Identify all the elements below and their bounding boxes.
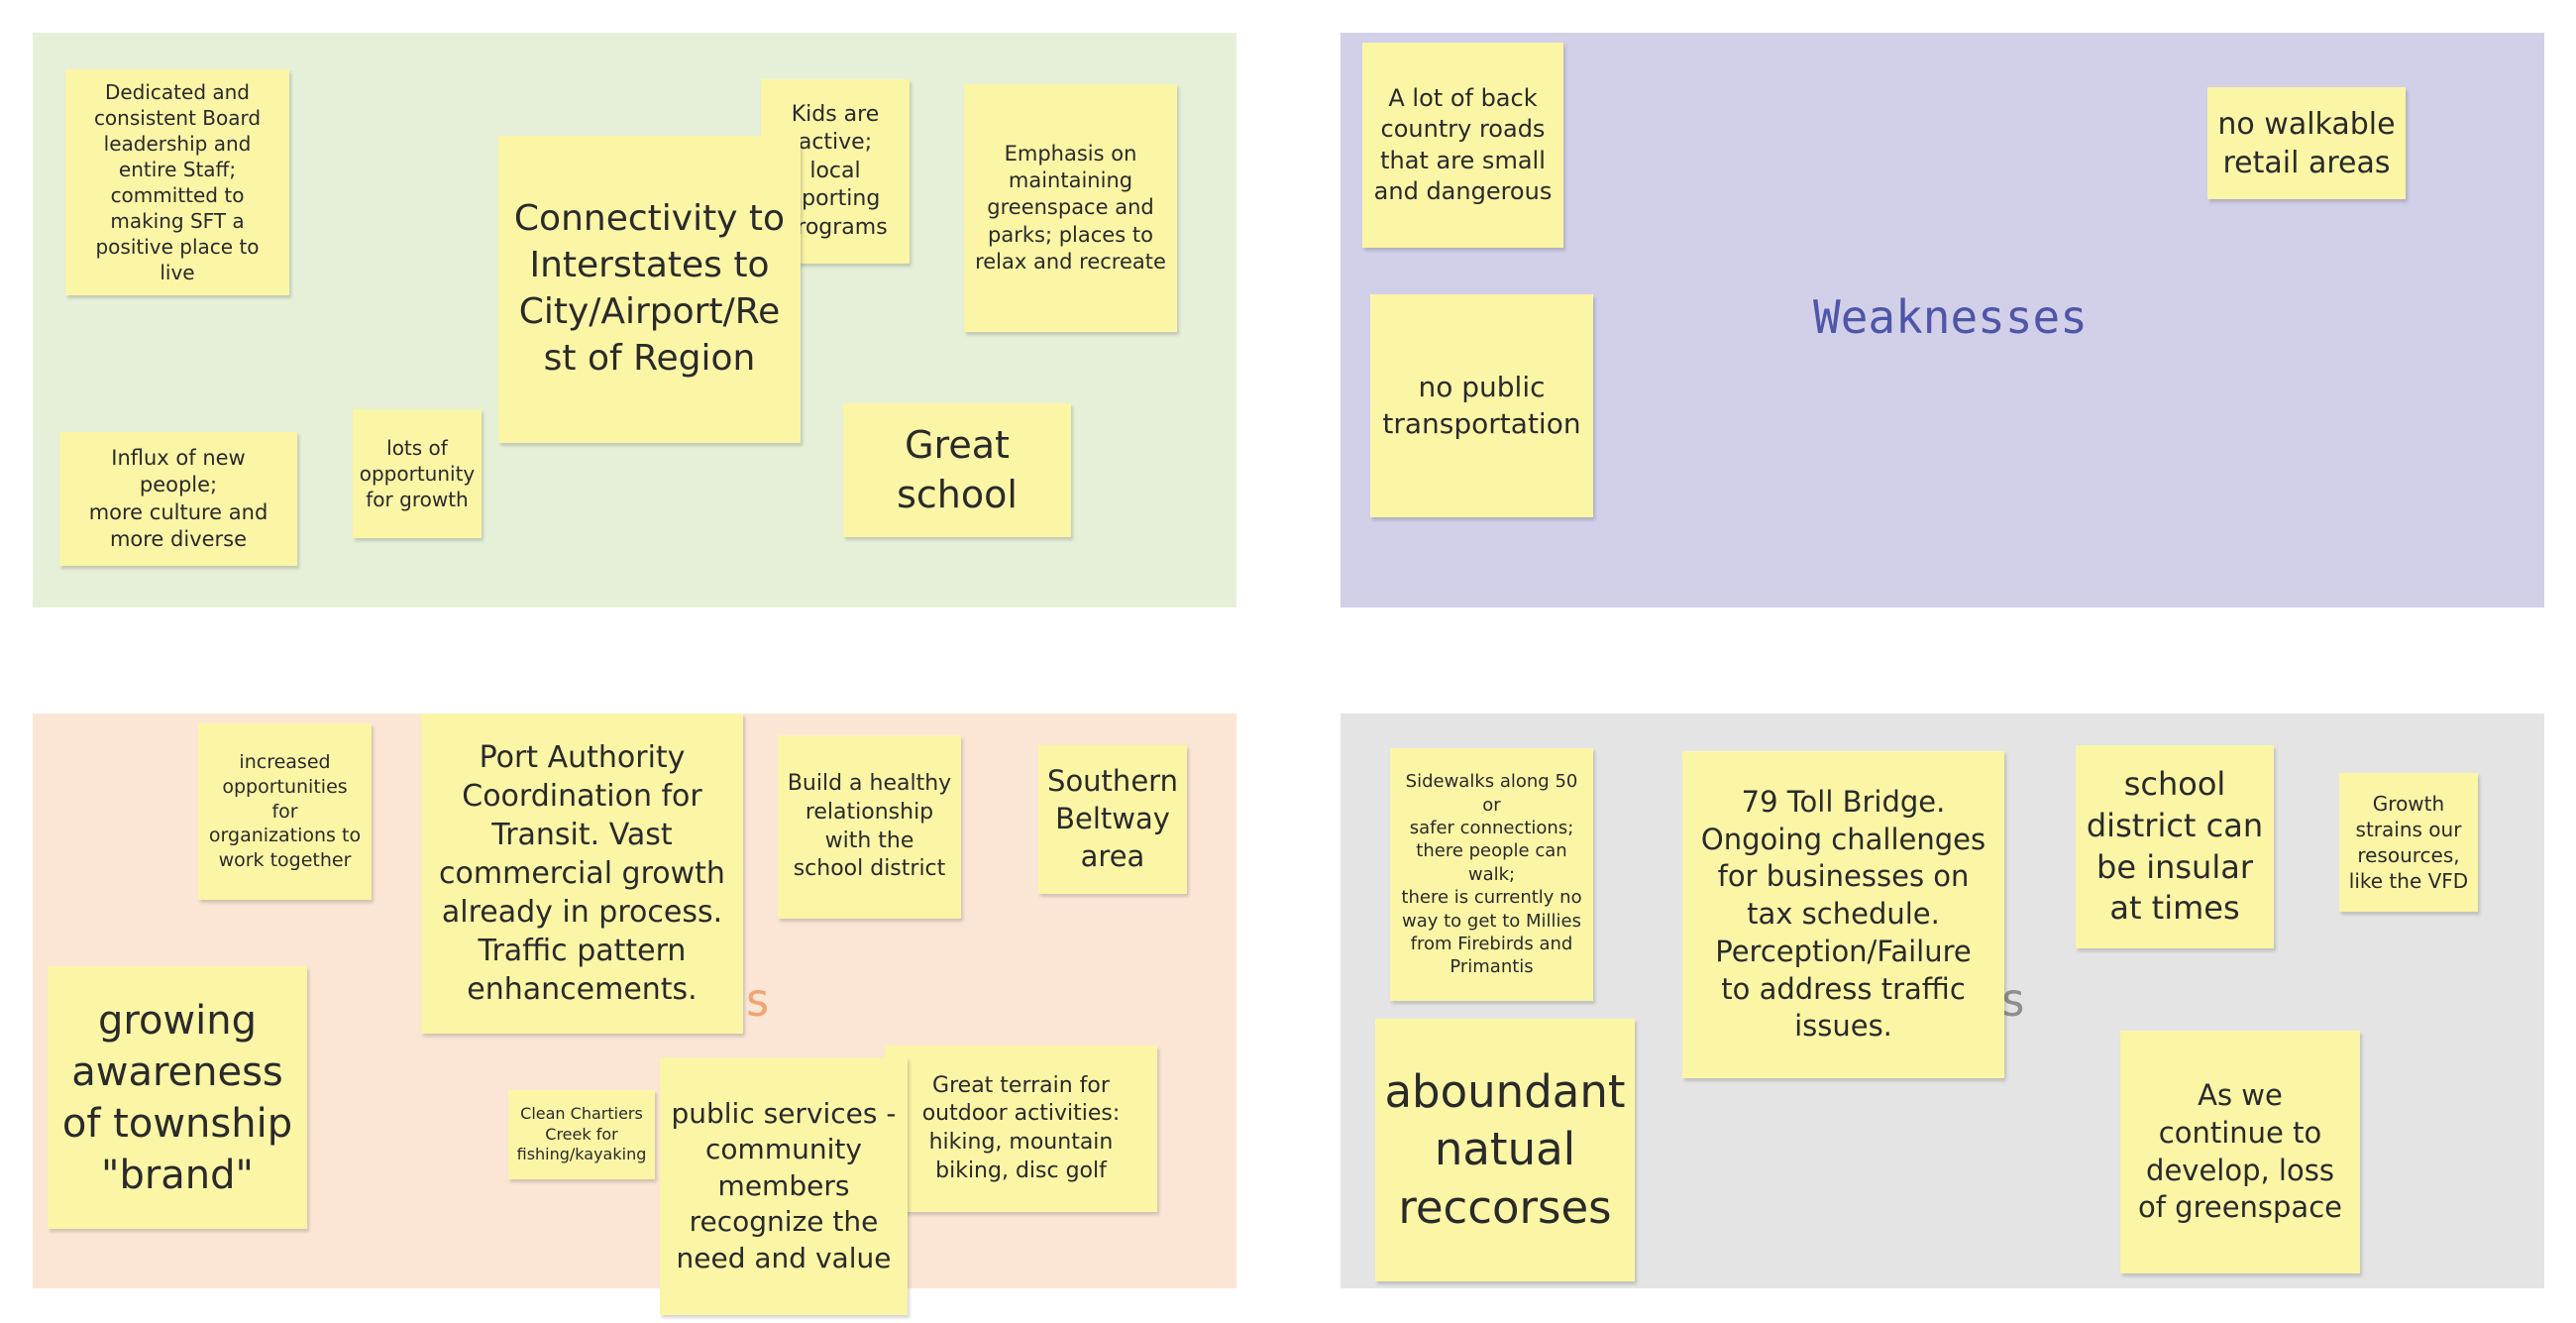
strengths-quadrant[interactable]: Dedicated and consistent Board leadershi…: [33, 33, 1236, 607]
sticky-note-text: A lot of back country roads that are sma…: [1373, 84, 1553, 205]
sticky-note-text: aboundant natual reccorses: [1384, 1064, 1626, 1234]
sticky-note-text: school district can be insular at times: [2086, 765, 2264, 928]
sticky-note-text: Great terrain for outdoor activities: hi…: [921, 1072, 1121, 1183]
weaknesses-quadrant[interactable]: Weaknesses A lot of back country roads t…: [1341, 33, 2544, 607]
sticky-note-text: Sidewalks along 50 or safer connections;…: [1401, 771, 1582, 978]
sticky-note[interactable]: Build a healthy relationship with the sc…: [778, 735, 961, 919]
sticky-note[interactable]: 79 Toll Bridge. Ongoing challenges for b…: [1682, 751, 2004, 1078]
sticky-note[interactable]: no walkable retail areas: [2207, 87, 2406, 199]
sticky-note-text: Great school: [897, 423, 1018, 516]
sticky-note-text: Build a healthy relationship with the sc…: [787, 771, 952, 882]
sticky-note[interactable]: increased opportunities for organization…: [198, 723, 372, 900]
sticky-note[interactable]: Emphasis on maintaining greenspace and p…: [964, 84, 1177, 332]
sticky-note[interactable]: Dedicated and consistent Board leadershi…: [65, 69, 289, 295]
quadrant-title: Weaknesses: [1813, 290, 2088, 344]
sticky-note-text: Influx of new people; more culture and m…: [88, 445, 268, 551]
sticky-note[interactable]: no public transportation: [1370, 294, 1593, 517]
sticky-note[interactable]: Clean Chartiers Creek for fishing/kayaki…: [508, 1090, 655, 1179]
sticky-note[interactable]: aboundant natual reccorses: [1375, 1019, 1635, 1281]
sticky-note[interactable]: public services - community members reco…: [660, 1057, 908, 1315]
sticky-note[interactable]: A lot of back country roads that are sma…: [1362, 43, 1563, 248]
sticky-note-text: increased opportunities for organization…: [208, 751, 362, 872]
sticky-note[interactable]: Sidewalks along 50 or safer connections;…: [1390, 748, 1593, 1001]
sticky-note[interactable]: As we continue to develop, loss of green…: [2120, 1031, 2360, 1273]
sticky-note-text: Southern Beltway area: [1047, 764, 1178, 873]
sticky-note-text: 79 Toll Bridge. Ongoing challenges for b…: [1700, 785, 1986, 1044]
sticky-note-text: Clean Chartiers Creek for fishing/kayaki…: [516, 1103, 647, 1164]
sticky-note-text: no public transportation: [1382, 371, 1581, 440]
sticky-note-text: no walkable retail areas: [2217, 106, 2396, 180]
sticky-note[interactable]: Great terrain for outdoor activities: hi…: [885, 1046, 1157, 1212]
sticky-note-text: As we continue to develop, loss of green…: [2137, 1078, 2342, 1225]
sticky-note[interactable]: Connectivity to Interstates to City/Airp…: [498, 136, 801, 443]
sticky-note-text: Dedicated and consistent Board leadershi…: [93, 80, 262, 284]
sticky-note-text: Port Authority Coordination for Transit.…: [439, 740, 725, 1007]
sticky-note[interactable]: Great school: [843, 403, 1071, 537]
opportunities-quadrant[interactable]: es increased opportunities for organizat…: [33, 714, 1236, 1315]
sticky-note[interactable]: Southern Beltway area: [1038, 745, 1187, 894]
sticky-note-text: Growth strains our resources, like the V…: [2348, 792, 2469, 893]
threats-quadrant[interactable]: s Sidewalks along 50 or safer connection…: [1341, 714, 2544, 1288]
sticky-note-text: public services - community members reco…: [671, 1097, 897, 1274]
sticky-note[interactable]: Port Authority Coordination for Transit.…: [421, 714, 743, 1034]
sticky-note[interactable]: Growth strains our resources, like the V…: [2339, 773, 2478, 912]
sticky-note-text: growing awareness of township "brand": [61, 997, 293, 1198]
sticky-note[interactable]: Influx of new people; more culture and m…: [59, 432, 297, 566]
sticky-note[interactable]: school district can be insular at times: [2076, 745, 2274, 948]
sticky-note[interactable]: lots of opportunity for growth: [353, 409, 482, 538]
sticky-note-text: Emphasis on maintaining greenspace and p…: [975, 141, 1166, 274]
sticky-note-text: Connectivity to Interstates to City/Airp…: [513, 198, 786, 379]
sticky-note-text: lots of opportunity for growth: [359, 436, 476, 511]
sticky-note[interactable]: growing awareness of township "brand": [48, 966, 307, 1229]
